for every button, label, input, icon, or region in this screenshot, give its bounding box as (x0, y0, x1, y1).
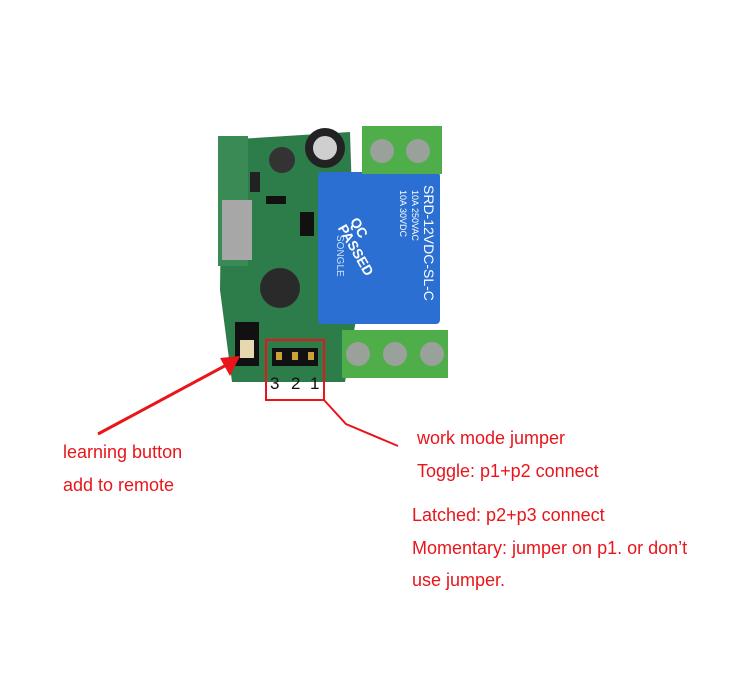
screw-icon (383, 342, 407, 366)
screw-icon (420, 342, 444, 366)
work-mode-title: work mode jumper (417, 428, 566, 448)
relay-model: SRD-12VDC-SL-C (421, 185, 437, 301)
jumper-callout-line (323, 399, 399, 447)
relay-body (318, 172, 440, 324)
relay-rating-2: 10A 30VDC (398, 190, 408, 238)
jumper-pin-3: 3 (270, 374, 280, 393)
learning-button-label: learning button (63, 442, 183, 462)
arrow-head-icon (220, 356, 240, 376)
jumper-pin-2: 2 (291, 374, 301, 393)
latched-mode-text: Latched: p2+p3 connect (412, 505, 605, 525)
momentary-mode-text-cont: use jumper. (412, 570, 506, 590)
learning-button-arrow (97, 360, 233, 436)
inductor (260, 268, 300, 308)
screw-icon (346, 342, 370, 366)
screw-icon (370, 139, 394, 163)
add-to-remote-label: add to remote (63, 475, 175, 495)
screw-icon (406, 139, 430, 163)
relay-rating-1: 10A 250VAC (410, 190, 420, 241)
crystal-oscillator (222, 200, 252, 260)
jumper-pin-1: 1 (310, 374, 320, 393)
toggle-mode-text: Toggle: p1+p2 connect (417, 461, 599, 481)
capacitor-small (269, 147, 295, 173)
momentary-mode-text: Momentary: jumper on p1. or don’t (412, 538, 688, 558)
jumper-highlight-box (265, 339, 325, 401)
learning-button (240, 340, 254, 358)
